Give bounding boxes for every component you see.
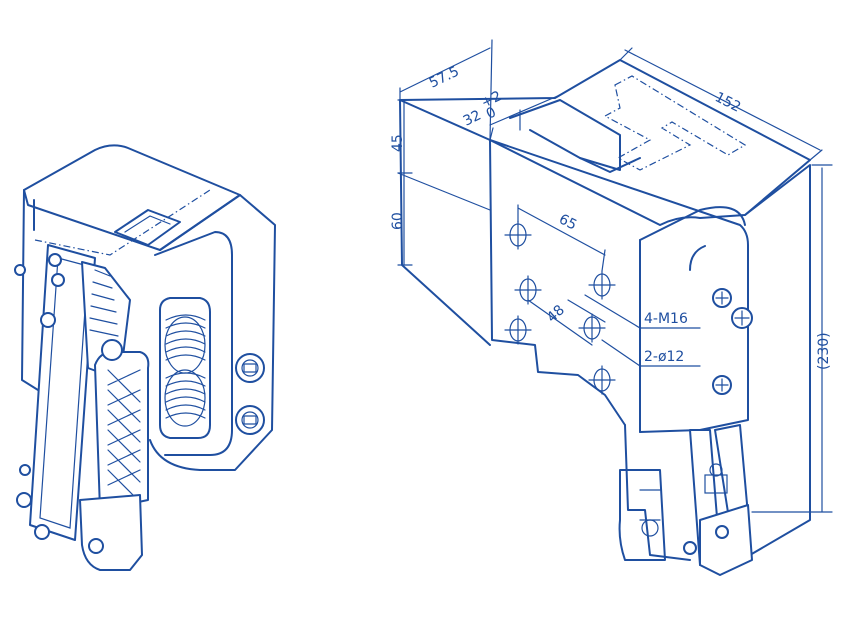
left-brake-assembly <box>14 144 276 571</box>
socket-bolt-icon <box>235 353 265 383</box>
dim-230: (230) <box>816 332 832 370</box>
socket-bolt-icon <box>235 405 265 435</box>
coil-winding <box>164 314 206 427</box>
dim-60: 60 <box>390 212 406 230</box>
hole-pattern <box>504 220 616 395</box>
cap-icon <box>101 339 123 361</box>
callout-4-m16: 4-M16 <box>644 311 688 327</box>
dimension-annotations: 57.5 32 +2 0 152 45 60 65 48 (230) <box>390 39 833 513</box>
dim-32: 32 <box>461 107 484 129</box>
knurled-grip <box>107 369 141 498</box>
dim-48: 48 <box>544 302 568 326</box>
callout-2-o12: 2-ø12 <box>644 349 684 365</box>
dim-45: 45 <box>390 134 406 152</box>
dim-57-5: 57.5 <box>427 64 462 92</box>
dim-65: 65 <box>556 211 579 233</box>
right-brake-dimensioned: 57.5 32 +2 0 152 45 60 65 48 (230) <box>390 39 833 576</box>
dim-32-tol-lower: 0 <box>484 104 499 122</box>
